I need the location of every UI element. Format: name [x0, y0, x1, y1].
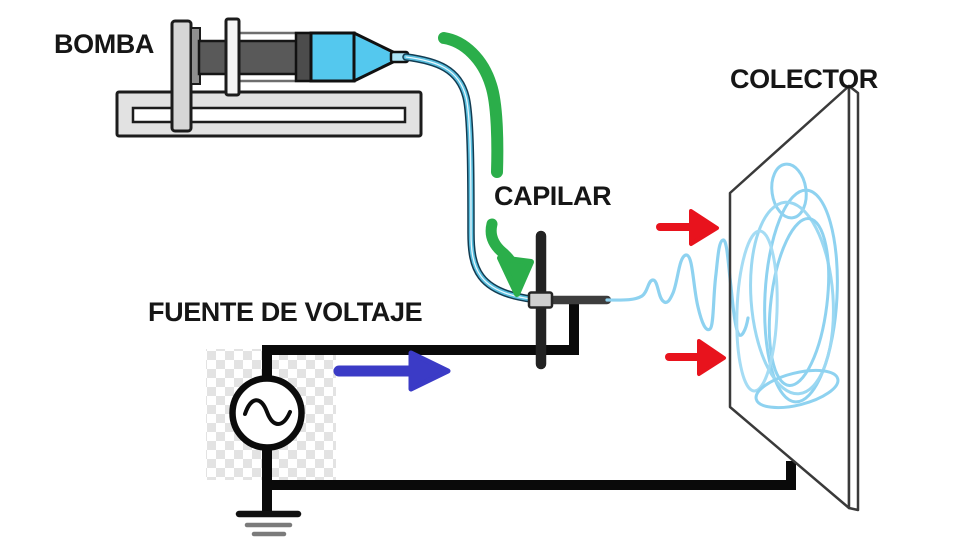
flow-direction-arrow-icon	[438, 32, 534, 297]
field-arrow-top-icon	[656, 209, 719, 246]
ac-source-symbol-icon	[229, 375, 305, 451]
capillary-needle	[527, 230, 612, 370]
syringe-stopper	[294, 31, 313, 83]
voltage-arrow-icon	[333, 350, 451, 392]
field-arrow-bottom-icon	[665, 339, 726, 376]
collector-plate-edge	[847, 84, 860, 512]
syringe-cone-tip	[352, 31, 395, 83]
fiber-loops	[735, 162, 840, 410]
collector-label: COLECTOR	[730, 64, 878, 94]
capillary-hub	[527, 291, 554, 309]
wire-source-to-collector	[263, 461, 796, 490]
circuit-wires	[262, 303, 796, 514]
pump-pusher-block	[170, 19, 193, 133]
syringe-plunger-rod	[197, 39, 302, 76]
capillary-label: CAPILAR	[494, 181, 612, 211]
ground-symbol-icon	[235, 510, 302, 537]
pump-rail-slot	[131, 106, 407, 124]
collector-plate	[728, 84, 860, 512]
pump-label: BOMBA	[54, 29, 154, 59]
feed-tube	[402, 53, 535, 303]
polymer-jet	[605, 238, 750, 337]
syringe-fluid	[309, 31, 356, 83]
syringe	[197, 17, 410, 97]
collector-plate-face	[730, 86, 849, 508]
syringe-plunger-flange	[224, 17, 241, 97]
jet-whipping-wave	[605, 238, 750, 337]
voltage-source-label: FUENTE DE VOLTAJE	[148, 297, 423, 327]
syringe-pump	[115, 17, 423, 138]
wire-source-to-capillary	[262, 303, 579, 380]
